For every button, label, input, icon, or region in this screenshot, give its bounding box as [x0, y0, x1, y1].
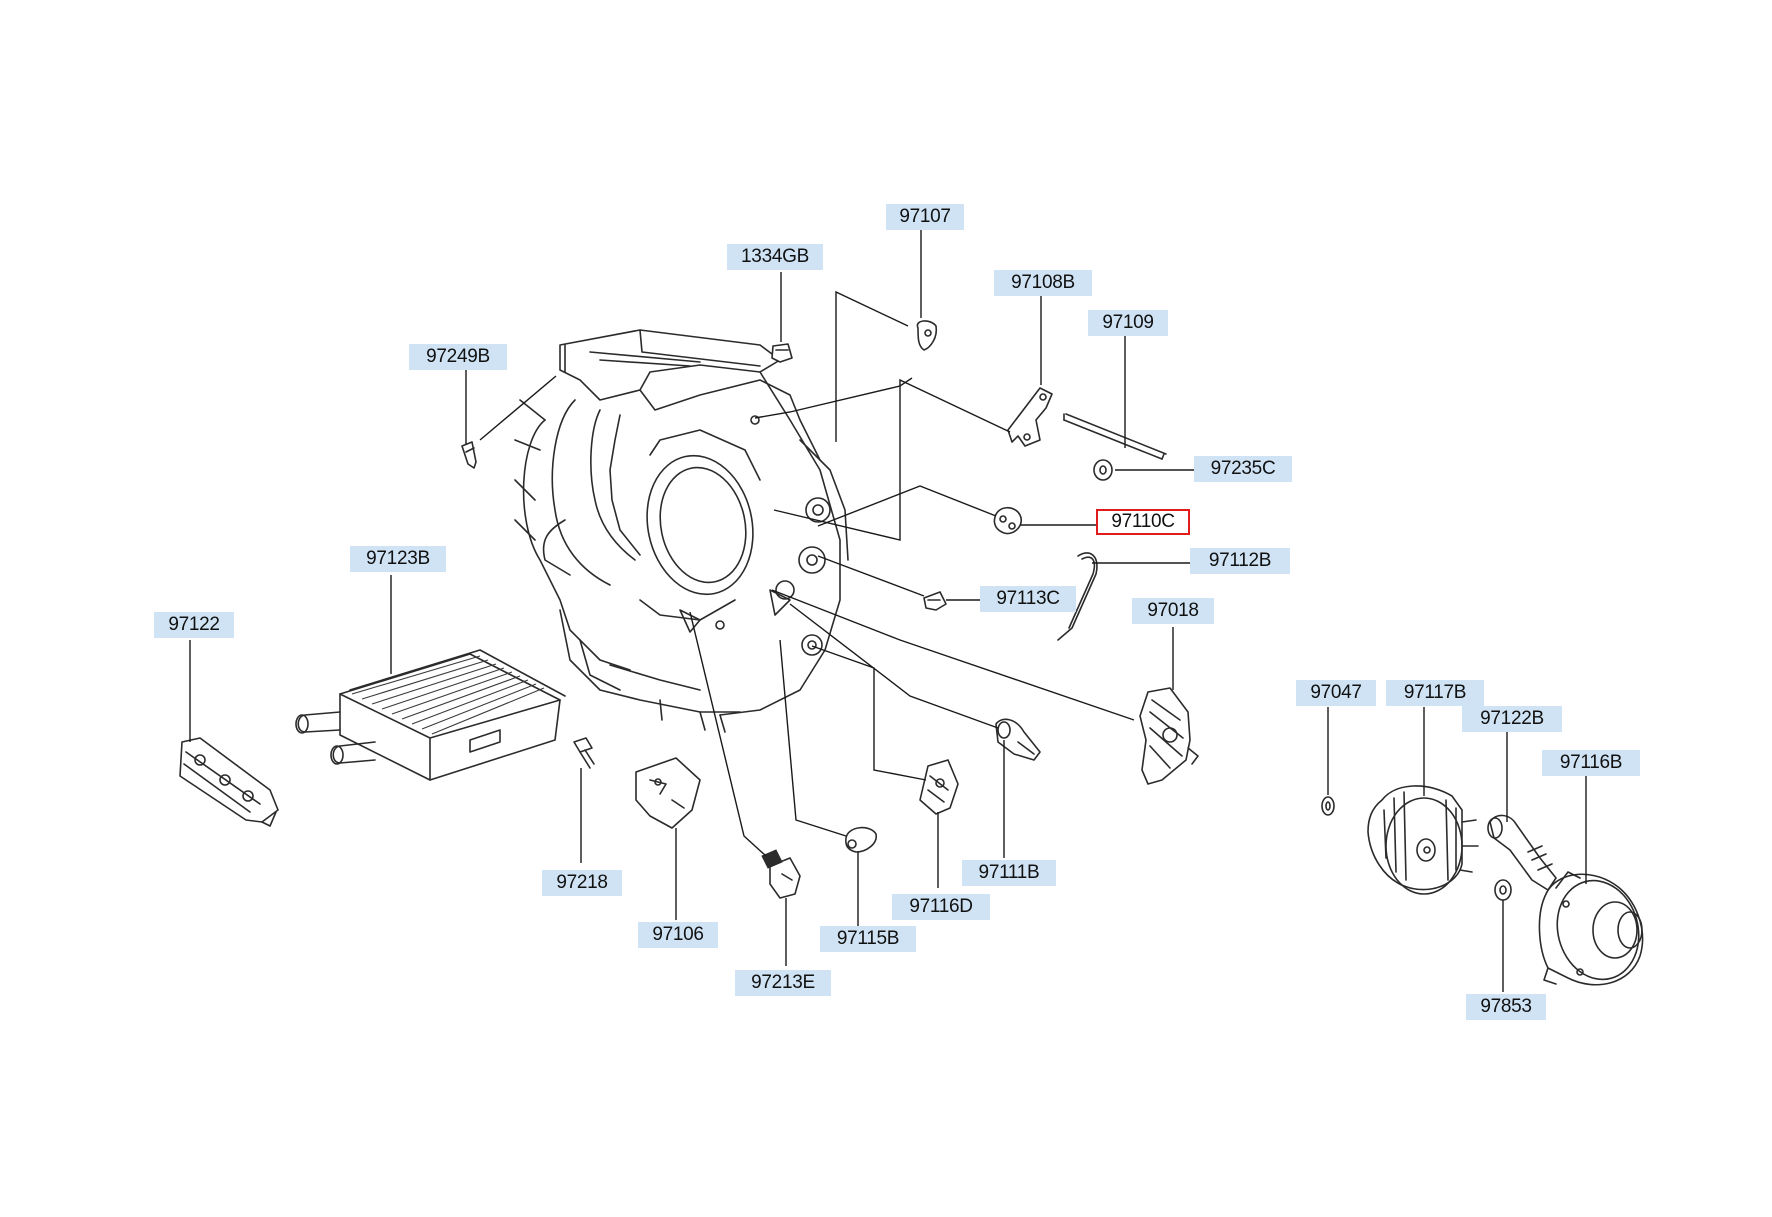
part-label-97113C[interactable]: 97113C [980, 586, 1076, 612]
part-97853-washer [1494, 879, 1512, 901]
part-97107-clip [916, 320, 938, 351]
part-label-97235C[interactable]: 97235C [1194, 456, 1292, 482]
part-97108B-lever [1007, 387, 1053, 447]
part-label-97122B[interactable]: 97122B [1462, 706, 1562, 732]
heater-case-housing [514, 329, 849, 733]
part-97235C-washer [1093, 459, 1113, 481]
part-label-97213E[interactable]: 97213E [735, 970, 831, 996]
part-97122-seal [179, 737, 279, 827]
part-label-97117B[interactable]: 97117B [1386, 680, 1484, 706]
part-97117B-fan [1367, 785, 1479, 895]
part-label-97218[interactable]: 97218 [542, 870, 622, 896]
part-97115B-lever [845, 826, 877, 853]
part-label-97116B[interactable]: 97116B [1542, 750, 1640, 776]
part-label-97110C[interactable]: 97110C [1096, 509, 1190, 535]
part-97249B-clip [461, 441, 477, 469]
part-label-97115B[interactable]: 97115B [820, 926, 916, 952]
part-label-97122[interactable]: 97122 [154, 612, 234, 638]
part-label-97047[interactable]: 97047 [1296, 680, 1376, 706]
part-label-97112B[interactable]: 97112B [1190, 548, 1290, 574]
part-label-97109[interactable]: 97109 [1088, 310, 1168, 336]
part-97109-rod [1063, 413, 1167, 460]
part-97111B-link [995, 718, 1041, 761]
part-label-97108B[interactable]: 97108B [994, 270, 1092, 296]
part-label-97107[interactable]: 97107 [886, 204, 964, 230]
part-label-97116D[interactable]: 97116D [892, 894, 990, 920]
part-97116D-lever [919, 759, 959, 815]
part-label-97106[interactable]: 97106 [638, 922, 718, 948]
part-97213E-actuator [761, 849, 801, 899]
part-97112B-wire-rod [1057, 552, 1098, 641]
part-97106-cover [635, 757, 701, 829]
part-97110C-link [993, 506, 1022, 535]
part-label-97123B[interactable]: 97123B [350, 546, 446, 572]
part-97047-washer [1321, 796, 1335, 816]
part-1334GB-clip [771, 343, 793, 363]
part-97018-mode-lever [1139, 687, 1199, 785]
part-97122B-hose [1487, 814, 1557, 891]
part-label-97018[interactable]: 97018 [1132, 598, 1214, 624]
part-97116B-motor [1538, 871, 1644, 986]
part-97113C-clip [923, 591, 947, 611]
part-label-97111B[interactable]: 97111B [962, 860, 1056, 886]
part-label-97853[interactable]: 97853 [1466, 994, 1546, 1020]
part-label-1334GB[interactable]: 1334GB [727, 244, 823, 270]
part-97218-screw [573, 737, 595, 769]
part-97123B-heater-core [295, 649, 566, 781]
leader-lines [189, 226, 1587, 992]
part-label-97249B[interactable]: 97249B [409, 344, 507, 370]
